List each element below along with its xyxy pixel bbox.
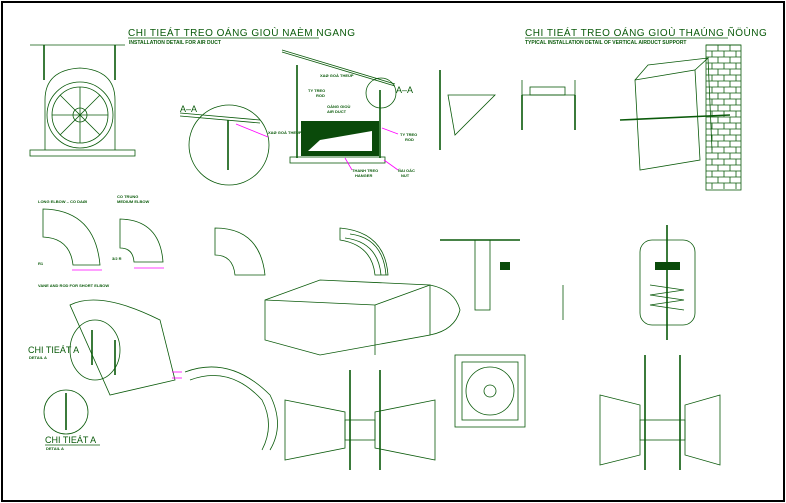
horizontal-duct-section: A–A TY TREO ROD OÁNG GIOÙ AIR DUCT XAØ G… [281,49,417,178]
wall-damper-detail [440,239,564,320]
duct-isometric [264,279,461,356]
detail-a-isometric: CHI TIEÁT A DETAIL A CHI TIEÁT A DETAIL … [28,299,176,451]
wall-bracket-details [439,70,576,150]
section-label-aa-2: A–A [396,85,413,95]
detail-a-subtitle-1: DETAIL A [29,355,47,360]
nut-label: ÑAI OÁC [398,168,415,173]
air-duct-label: OÁNG GIOÙ [327,104,350,109]
nut-label-en: NUT [401,173,410,178]
detail-a-subtitle-2: DETAIL A [46,446,64,451]
section-aa-detail: A–A XAØ GOÀ THEÙP [179,104,302,186]
inline-fan-center [284,370,436,470]
vertical-duct-wall [619,44,742,191]
section-label-aa: A–A [180,104,197,114]
hanger-label-en: HANGER [355,173,372,178]
hanger-label: THANH TREO [352,168,378,173]
title-horizontal: CHI TIEÁT TREO OÁNG GIOÙ NAÈM NGANG [128,26,356,39]
title-vertical: CHI TIEÁT TREO OÁNG GIOÙ THAÚNG ÑÖÙNG [525,26,767,39]
subtitle-vertical: TYPICAL INSTALLATION DETAIL OF VERTICAL … [525,40,686,46]
long-elbow-label: LONG ELBOW – CO DAØI [38,199,87,204]
fan-square-front [454,354,526,428]
vane-note: VANE AND ROD FOR SHORT ELBOW [38,283,109,288]
detail-a-title-2: CHI TIEÁT A [45,435,96,445]
elbow-radius-label-2: 3/2 R [112,256,122,261]
inline-fan-right [599,355,721,470]
elbow-radius-label: R1 [38,261,44,266]
brick-pattern [706,44,741,189]
flexible-connector [172,366,278,451]
fan-front-view [29,44,136,157]
rod-label-right-en: ROD [405,137,414,142]
rod-label-right: TY TREO [400,132,417,137]
subtitle-horizontal: INSTALLATION DETAIL FOR AIR DUCT [129,40,221,46]
rod-label-en: ROD [316,93,325,98]
elbow-details: LONG ELBOW – CO DAØI CO TRUNG MEDIUM ELB… [38,194,389,288]
steel-beam-label: XAØ GOÀ THEÙP [268,130,302,135]
medium-elbow-label-vn: CO TRUNG [117,194,138,199]
air-duct-label-en: AIR DUCT [327,109,347,114]
rod-label: TY TREO [308,88,325,93]
spring-hanger [639,225,696,340]
medium-elbow-label: MEDIUM ELBOW [117,199,149,204]
steel-beam-label-2: XAØ GOÀ THEÙP [320,73,354,78]
detail-a-title-1: CHI TIEÁT A [28,345,79,355]
